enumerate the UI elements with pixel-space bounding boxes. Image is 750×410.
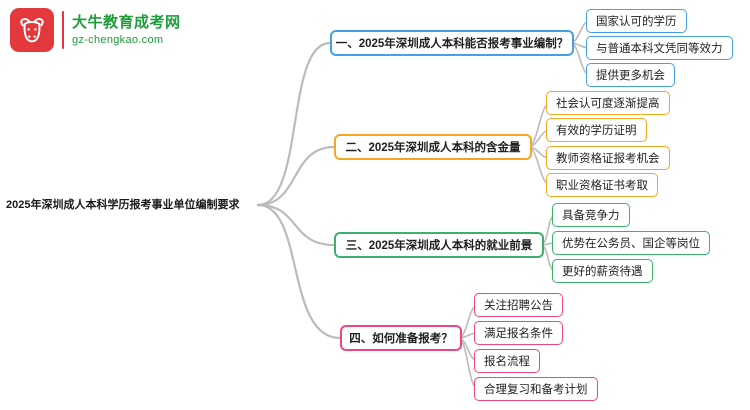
branch-node-1: 一、2025年深圳成人本科能否报考事业编制？ [330, 30, 574, 56]
child-node-1-3: 提供更多机会 [586, 63, 675, 87]
child-node-3-3: 更好的薪资待遇 [552, 259, 653, 283]
branch-node-2: 二、2025年深圳成人本科的含金量 [334, 134, 532, 160]
site-logo: 大牛教育成考网 gz-chengkao.com [10, 8, 181, 52]
child-node-1-2: 与普通本科文凭同等效力 [586, 36, 733, 60]
connector-root-branch-1 [256, 41, 332, 207]
child-node-4-4: 合理复习和备考计划 [474, 377, 598, 401]
connector-root-branch-3 [256, 203, 336, 247]
child-node-2-2: 有效的学历证明 [546, 118, 647, 142]
connector-root-branch-4 [256, 203, 342, 340]
logo-divider [62, 11, 64, 49]
child-node-3-1: 具备竞争力 [552, 203, 630, 227]
connector-root-branch-2 [256, 145, 336, 207]
child-node-2-1: 社会认可度逐渐提高 [546, 91, 670, 115]
child-node-2-4: 职业资格证书考取 [546, 173, 658, 197]
child-node-3-2: 优势在公务员、国企等岗位 [552, 231, 710, 255]
logo-text: 大牛教育成考网 gz-chengkao.com [72, 14, 181, 47]
child-node-4-2: 满足报名条件 [474, 321, 563, 345]
bull-logo-icon [10, 8, 54, 52]
bull-icon [20, 18, 44, 43]
child-node-1-1: 国家认可的学历 [586, 9, 687, 33]
branch-node-3: 三、2025年深圳成人本科的就业前景 [334, 232, 544, 258]
child-node-4-3: 报名流程 [474, 349, 540, 373]
logo-title: 大牛教育成考网 [72, 13, 181, 31]
child-node-2-3: 教师资格证报考机会 [546, 146, 670, 170]
branch-node-4: 四、如何准备报考？ [340, 325, 462, 351]
child-node-4-1: 关注招聘公告 [474, 293, 563, 317]
logo-domain: gz-chengkao.com [72, 33, 164, 46]
root-node: 2025年深圳成人本科学历报考事业单位编制要求 [6, 199, 240, 211]
